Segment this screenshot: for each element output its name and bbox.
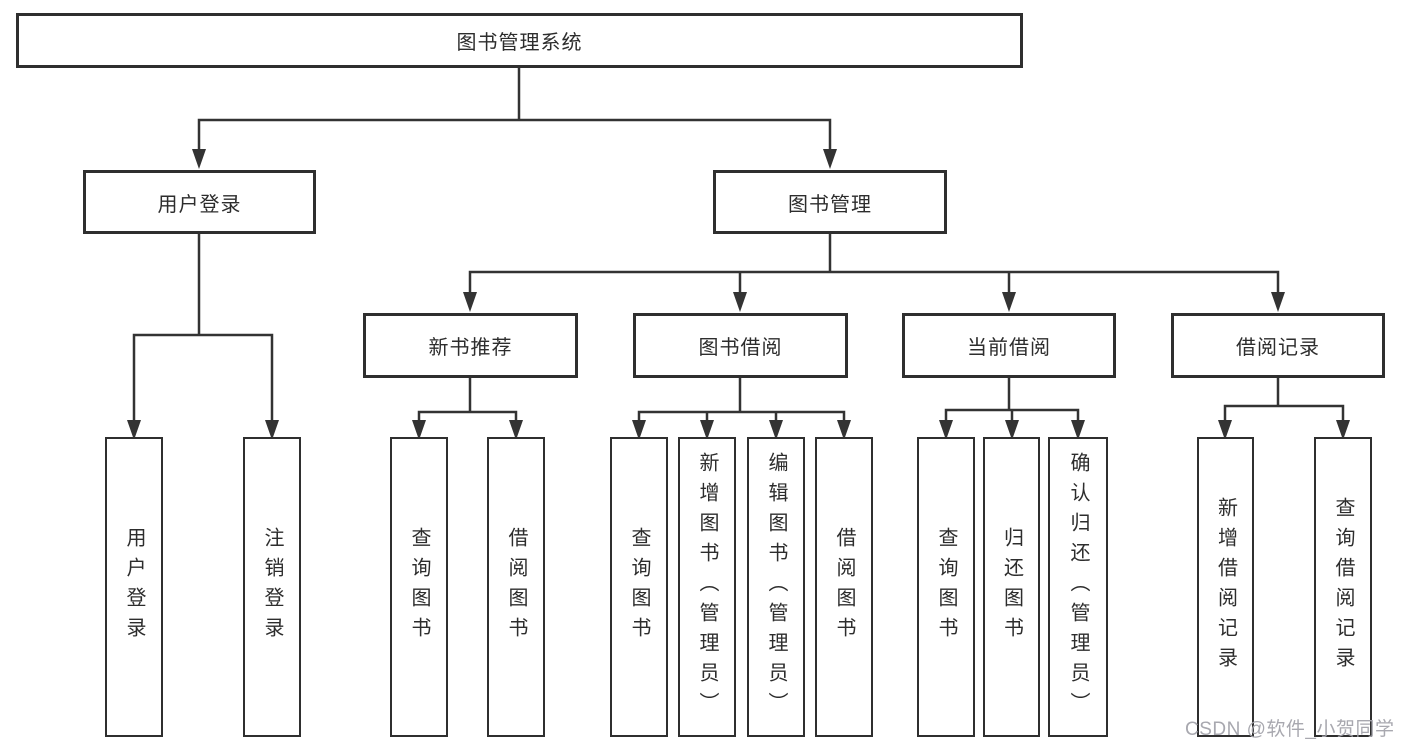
node-label: 借阅图书 [833,527,855,647]
node-borrow-books-2: 借阅图书 [815,437,873,737]
node-label: 新增借阅记录 [1214,497,1237,677]
arrowhead [463,292,477,312]
node-label: 编辑图书（管理员） [765,452,787,722]
node-label: 确认归还（管理员） [1067,452,1089,722]
connector-userlogin-to-leaves [132,234,274,424]
node-confirm-return-admin: 确认归还（管理员） [1048,437,1108,737]
connector-bookmgmt-to-level3 [468,234,1280,296]
node-edit-book-admin: 编辑图书（管理员） [747,437,805,737]
node-label: 图书管理系统 [456,32,583,54]
node-user-login: 用户登录 [83,170,316,234]
arrowhead [1002,292,1016,312]
node-label: 查询图书 [408,527,430,647]
csdn-watermark: CSDN @软件_小贺同学 [1185,719,1395,740]
connector-newbookrec-to-leaves [417,378,518,424]
node-label: 归还图书 [1000,527,1023,647]
connector-bookborrow-to-leaves [637,378,846,424]
node-label: 借阅记录 [1236,337,1320,359]
arrowhead [1271,292,1285,312]
connector-root-to-level2 [197,68,832,152]
node-return-books: 归还图书 [983,437,1040,737]
node-query-books-2: 查询图书 [610,437,668,737]
node-label: 用户登录 [123,527,145,647]
node-user-login-leaf: 用户登录 [105,437,163,737]
connector-borrowrecords-to-leaves [1223,378,1345,424]
node-logout: 注销登录 [243,437,301,737]
arrowhead [733,292,747,312]
node-query-books-1: 查询图书 [390,437,448,737]
node-label: 查询借阅记录 [1332,497,1354,677]
node-label: 新增图书（管理员） [696,452,718,722]
node-label: 查询图书 [628,527,650,647]
node-label: 查询图书 [935,527,957,647]
arrowhead [823,149,837,169]
node-add-borrow-record: 新增借阅记录 [1197,437,1254,737]
node-label: 借阅图书 [505,527,527,647]
node-book-borrowing: 图书借阅 [633,313,848,378]
node-label: 图书管理 [788,193,872,216]
node-label: 新书推荐 [428,337,513,359]
node-book-management: 图书管理 [713,170,947,234]
arrowhead [192,149,206,169]
node-borrow-books-1: 借阅图书 [487,437,545,737]
connector-currentborrow-to-leaves [944,378,1080,424]
node-new-book-recommendation: 新书推荐 [363,313,578,378]
node-borrowing-records: 借阅记录 [1171,313,1385,378]
node-library-management-system: 图书管理系统 [16,13,1023,68]
node-label: 用户登录 [157,193,242,216]
node-current-borrowing: 当前借阅 [902,313,1116,378]
node-label: 当前借阅 [967,337,1051,359]
node-label: 图书借阅 [698,337,783,359]
node-query-borrow-record: 查询借阅记录 [1314,437,1372,737]
node-query-books-3: 查询图书 [917,437,975,737]
node-add-book-admin: 新增图书（管理员） [678,437,736,737]
node-label: 注销登录 [261,527,283,647]
